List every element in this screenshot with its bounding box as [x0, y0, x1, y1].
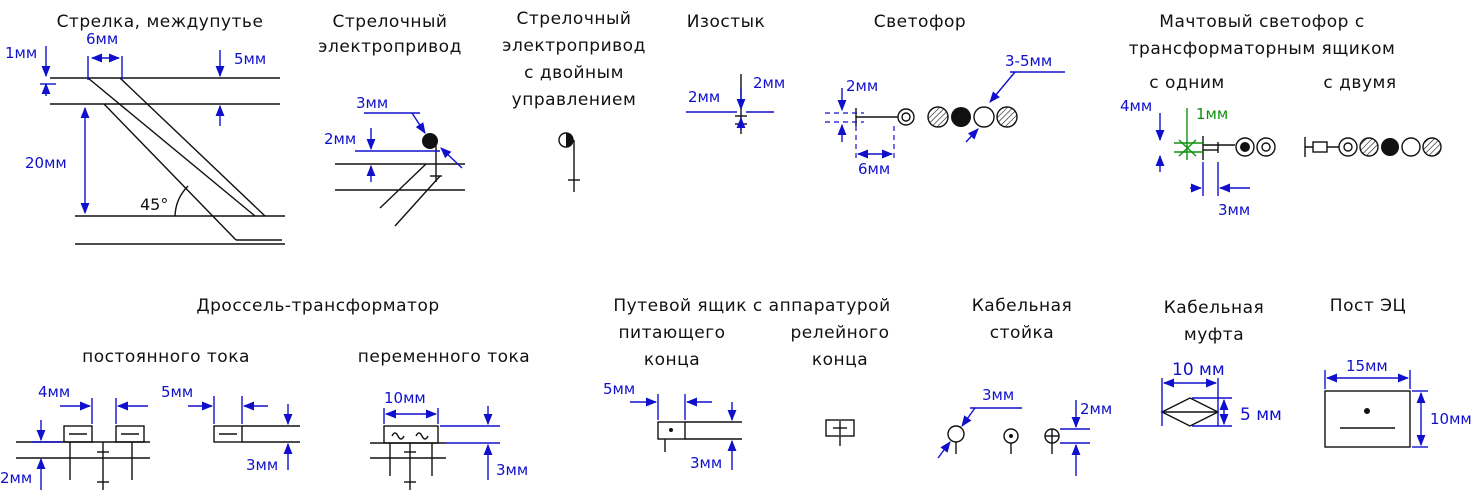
- choke-ac-label: переменного тока: [358, 347, 530, 367]
- post-width-dim: 15мм: [1346, 357, 1388, 375]
- mast-len-dim: 3мм: [1218, 201, 1250, 219]
- insulated-joint-symbol: Изостык 2мм 2мм: [686, 12, 785, 134]
- choke-right-height-dim: 3мм: [246, 456, 278, 474]
- track-box-width-dim: 5мм: [603, 380, 635, 398]
- cable-stand-height-dim: 2мм: [1080, 400, 1112, 418]
- point-drive-symbol: Стрелочный электропривод 3мм 2мм: [318, 12, 465, 227]
- signal-title: Светофор: [874, 12, 966, 32]
- dual-title-1: Стрелочный: [517, 9, 632, 29]
- coupling-title-2: муфта: [1184, 325, 1244, 345]
- joint-right-dim: 2мм: [753, 74, 785, 92]
- joint-left-dim: 2мм: [688, 88, 720, 106]
- post-height-dim: 10мм: [1430, 410, 1472, 428]
- cable-stand-title-2: стойка: [990, 323, 1054, 343]
- cable-stand-symbol: Кабельная стойка 3мм 2мм: [937, 296, 1112, 476]
- feed-end-label-2: конца: [644, 350, 700, 370]
- drive-dot-dim: 3мм: [356, 94, 388, 112]
- mast-one-label: с одним: [1149, 73, 1224, 93]
- dual-title-2: электропривод: [502, 36, 646, 56]
- track-box-height-dim: 3мм: [690, 454, 722, 472]
- drive-title-1: Стрелочный: [333, 12, 448, 32]
- mast-title-2: трансформаторным ящиком: [1129, 39, 1396, 59]
- dual-title-4: управлением: [512, 90, 637, 110]
- choke-title: Дроссель-трансформатор: [196, 296, 439, 316]
- signal-symbol: Светофор 2мм 6мм 3-5мм: [825, 12, 1065, 178]
- relay-end-label-1: релейного: [791, 323, 890, 343]
- coupling-height-dim: 5 мм: [1240, 405, 1282, 425]
- track-box-title: Путевой ящик с аппаратурой: [613, 296, 890, 316]
- dual-drive-symbol: Стрелочный электропривод с двойным управ…: [502, 9, 646, 192]
- signal-mast-dim: 2мм: [846, 77, 878, 95]
- switch-top-dim: 1мм: [5, 44, 37, 62]
- feed-end-label-1: питающего: [618, 323, 725, 343]
- choke-dc-width-dim: 4мм: [38, 383, 70, 401]
- cable-stand-title-1: Кабельная: [972, 296, 1073, 316]
- mast-signal-symbol: Мачтовый светофор с трансформаторным ящи…: [1120, 12, 1442, 219]
- joint-title: Изостык: [687, 12, 766, 32]
- post-title: Пост ЭЦ: [1330, 296, 1406, 316]
- switch-track-dim: 20мм: [25, 154, 67, 172]
- choke-right-width-dim: 5мм: [161, 383, 193, 401]
- choke-ac-width-dim: 10мм: [384, 389, 426, 407]
- dual-title-3: с двойным: [524, 63, 624, 83]
- drive-title-2: электропривод: [318, 37, 462, 57]
- drive-offset-dim: 2мм: [324, 130, 356, 148]
- cable-coupling-symbol: Кабельная муфта 10 мм 5 мм: [1160, 298, 1282, 427]
- choke-dc-height-dim: 2мм: [0, 469, 32, 487]
- cable-stand-dia-dim: 3мм: [982, 386, 1014, 404]
- coupling-width-dim: 10 мм: [1172, 360, 1225, 380]
- signal-size-dim: 3-5мм: [1005, 52, 1052, 70]
- switch-symbol: Стрелка, междупутье 45° 6мм 1мм 5мм 20мм: [5, 12, 285, 245]
- mast-green-dim: 1мм: [1196, 105, 1228, 123]
- signal-len-dim: 6мм: [858, 160, 890, 178]
- post-symbol: Пост ЭЦ 15мм 10мм: [1324, 296, 1472, 448]
- switch-right-dim: 5мм: [234, 50, 266, 68]
- choke-ac-height-dim: 3мм: [496, 461, 528, 479]
- switch-angle-label: 45°: [140, 195, 168, 214]
- coupling-title-1: Кабельная: [1164, 298, 1265, 318]
- track-box-symbol: Путевой ящик с аппаратурой питающего кон…: [603, 296, 890, 472]
- mast-title-1: Мачтовый светофор с: [1159, 12, 1364, 32]
- mast-two-label: с двумя: [1323, 73, 1396, 93]
- relay-end-label-2: конца: [812, 350, 868, 370]
- mast-height-dim: 4мм: [1120, 97, 1152, 115]
- switch-title: Стрелка, междупутье: [57, 12, 264, 32]
- choke-dc-label: постоянного тока: [82, 347, 250, 367]
- switch-gap-dim: 6мм: [86, 30, 118, 48]
- choke-transformer-symbol: Дроссель-трансформатор постоянного тока …: [0, 296, 530, 490]
